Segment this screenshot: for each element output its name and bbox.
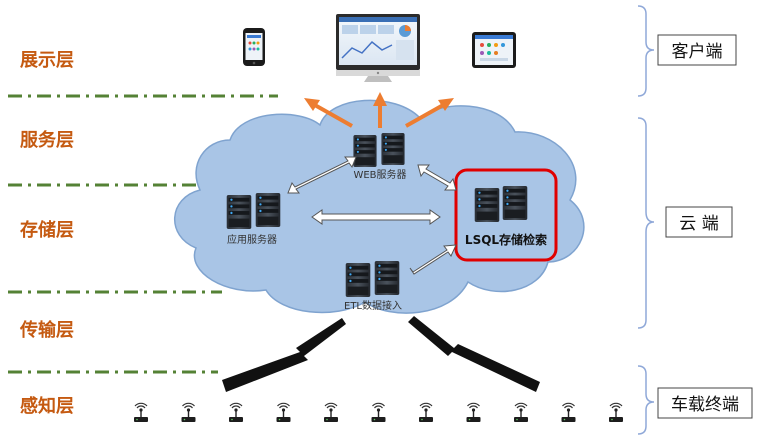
upload-arrows [304, 92, 454, 128]
cloud-box [665, 206, 733, 238]
vehicle-label: 车载终端 [671, 395, 739, 415]
arrowhead-phone [304, 98, 320, 111]
link-arrows [287, 156, 457, 275]
client-box [657, 34, 737, 66]
sensor-icon [228, 402, 244, 423]
layer-dividers [8, 94, 278, 374]
layer-label-presentation: 展示层 [20, 50, 74, 71]
sensor-icon [323, 402, 339, 423]
sensor-icon [418, 402, 434, 423]
bracket-vehicle [637, 365, 655, 435]
web-server-label: WEB服务器 [353, 168, 406, 181]
arrow-to-tablet [405, 102, 446, 128]
sensor-icon [608, 402, 624, 423]
layer-label-storage: 存储层 [20, 219, 74, 241]
sensor-icon [133, 402, 149, 423]
sensor-icon [560, 402, 577, 423]
lsql-label: LSQL存储检索 [465, 232, 547, 247]
arrow-web-app [287, 156, 357, 194]
phone-device [243, 28, 265, 66]
lightning-right [408, 316, 540, 392]
lightning-left [222, 318, 346, 392]
bracket-cloud [637, 117, 655, 329]
sensor-icon [465, 402, 482, 423]
monitor-device [336, 14, 420, 82]
bracket-client [637, 5, 655, 97]
sensor-row [133, 402, 624, 423]
sensor-icon [180, 402, 197, 423]
cloud-label: 云 端 [679, 214, 718, 234]
arrowhead-monitor [373, 92, 387, 106]
vehicle-box [657, 387, 753, 419]
etl-label: ETL数据接入 [344, 299, 402, 312]
arrow-etl-lsql [409, 244, 457, 275]
sensor-icon [370, 402, 387, 423]
tablet-device [472, 32, 516, 68]
arrow-web-lsql [417, 164, 457, 191]
arrowhead-tablet [438, 98, 454, 111]
layer-label-transport: 传输层 [19, 319, 74, 341]
app-server-label: 应用服务器 [227, 233, 277, 246]
lsql-highlight-box [454, 168, 558, 262]
arrow-to-phone [312, 102, 353, 128]
arrow-app-lsql [311, 209, 441, 225]
sensor-icon [275, 402, 292, 423]
layer-label-service: 服务层 [20, 129, 74, 151]
client-label: 客户端 [672, 42, 723, 62]
sensor-icon [513, 402, 529, 423]
layer-label-perception: 感知层 [20, 395, 74, 417]
tier-brackets [637, 5, 655, 435]
